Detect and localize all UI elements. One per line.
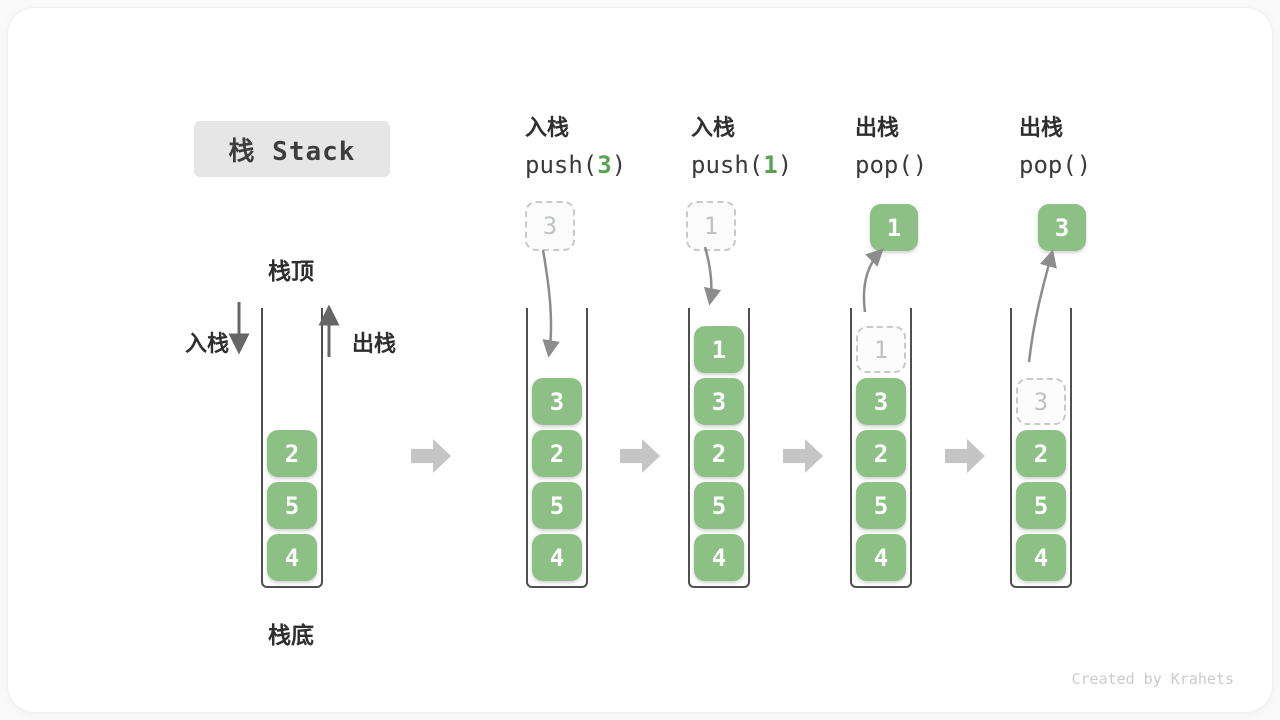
stack-item: 2 bbox=[532, 430, 582, 477]
code-prefix: push( bbox=[525, 151, 598, 179]
stack-item: 4 bbox=[267, 534, 317, 581]
stack-item: 5 bbox=[694, 482, 744, 529]
step-arrow-icon bbox=[411, 439, 451, 473]
op-label: 入栈 bbox=[691, 116, 736, 141]
title-badge: 栈 Stack bbox=[194, 121, 390, 177]
stack-container-after-push-1: 1 3 2 5 4 bbox=[688, 308, 750, 588]
op-header-push-1: 入栈 push(1) bbox=[691, 114, 861, 180]
floating-popped-value-cell: 1 bbox=[870, 204, 918, 251]
pop-side-label: 出栈 bbox=[352, 332, 397, 357]
stack-item: 4 bbox=[856, 534, 906, 581]
stack-item: 5 bbox=[856, 482, 906, 529]
op-code: push(3) bbox=[525, 150, 695, 180]
stack-top-label: 栈顶 bbox=[268, 259, 314, 285]
stack-item: 4 bbox=[532, 534, 582, 581]
stack-container-initial: 2 5 4 bbox=[261, 308, 323, 588]
stack-item: 2 bbox=[1016, 430, 1066, 477]
op-header-pop-1: 出栈 pop() bbox=[855, 114, 1025, 180]
stack-item: 3 bbox=[532, 378, 582, 425]
diagram-canvas: 栈 Stack 入栈 push(3) 入栈 push(1) 出栈 pop() 出… bbox=[8, 8, 1272, 712]
stack-item: 3 bbox=[694, 378, 744, 425]
stack-item: 4 bbox=[694, 534, 744, 581]
op-code: pop() bbox=[855, 150, 1025, 180]
code-prefix: pop( bbox=[855, 151, 913, 179]
stack-item: 4 bbox=[1016, 534, 1066, 581]
stack-item: 5 bbox=[532, 482, 582, 529]
op-header-pop-3: 出栈 pop() bbox=[1019, 114, 1189, 180]
code-prefix: pop( bbox=[1019, 151, 1077, 179]
floating-push-value-cell: 3 bbox=[525, 201, 575, 251]
stack-container-after-pop-3: 3 2 5 4 bbox=[1010, 308, 1072, 588]
stack-item: 5 bbox=[267, 482, 317, 529]
op-header-push-3: 入栈 push(3) bbox=[525, 114, 695, 180]
stack-container-after-push-3: 3 2 5 4 bbox=[526, 308, 588, 588]
op-code: push(1) bbox=[691, 150, 861, 180]
op-label: 出栈 bbox=[855, 116, 900, 141]
stack-item: 3 bbox=[856, 378, 906, 425]
code-suffix: ) bbox=[611, 151, 627, 179]
code-prefix: push( bbox=[691, 151, 764, 179]
step-arrow-icon bbox=[783, 439, 823, 473]
floating-popped-value-cell: 3 bbox=[1038, 204, 1086, 251]
stack-bottom-label: 栈底 bbox=[268, 623, 314, 649]
stack-item: 2 bbox=[267, 430, 317, 477]
stack-container-after-pop-1: 1 3 2 5 4 bbox=[850, 308, 912, 588]
stack-item-ghost: 3 bbox=[1016, 378, 1066, 425]
stack-item: 1 bbox=[694, 326, 744, 373]
pop-1-arrow-icon bbox=[862, 248, 884, 313]
op-code: pop() bbox=[1019, 150, 1189, 180]
stack-item: 2 bbox=[694, 430, 744, 477]
code-arg: 3 bbox=[597, 151, 612, 179]
floating-push-value-cell: 1 bbox=[686, 201, 736, 251]
watermark: Created by Krahets bbox=[1071, 670, 1234, 688]
stack-item-ghost: 1 bbox=[856, 326, 906, 373]
op-label: 出栈 bbox=[1019, 116, 1064, 141]
code-suffix: ) bbox=[777, 151, 793, 179]
code-arg: 1 bbox=[763, 151, 778, 179]
code-suffix: ) bbox=[1076, 151, 1092, 179]
push-1-arrow-icon bbox=[703, 246, 722, 306]
op-label: 入栈 bbox=[525, 116, 570, 141]
stack-item: 2 bbox=[856, 430, 906, 477]
push-side-label: 入栈 bbox=[185, 332, 230, 357]
code-suffix: ) bbox=[912, 151, 928, 179]
stack-item: 5 bbox=[1016, 482, 1066, 529]
step-arrow-icon bbox=[945, 439, 985, 473]
step-arrow-icon bbox=[620, 439, 660, 473]
